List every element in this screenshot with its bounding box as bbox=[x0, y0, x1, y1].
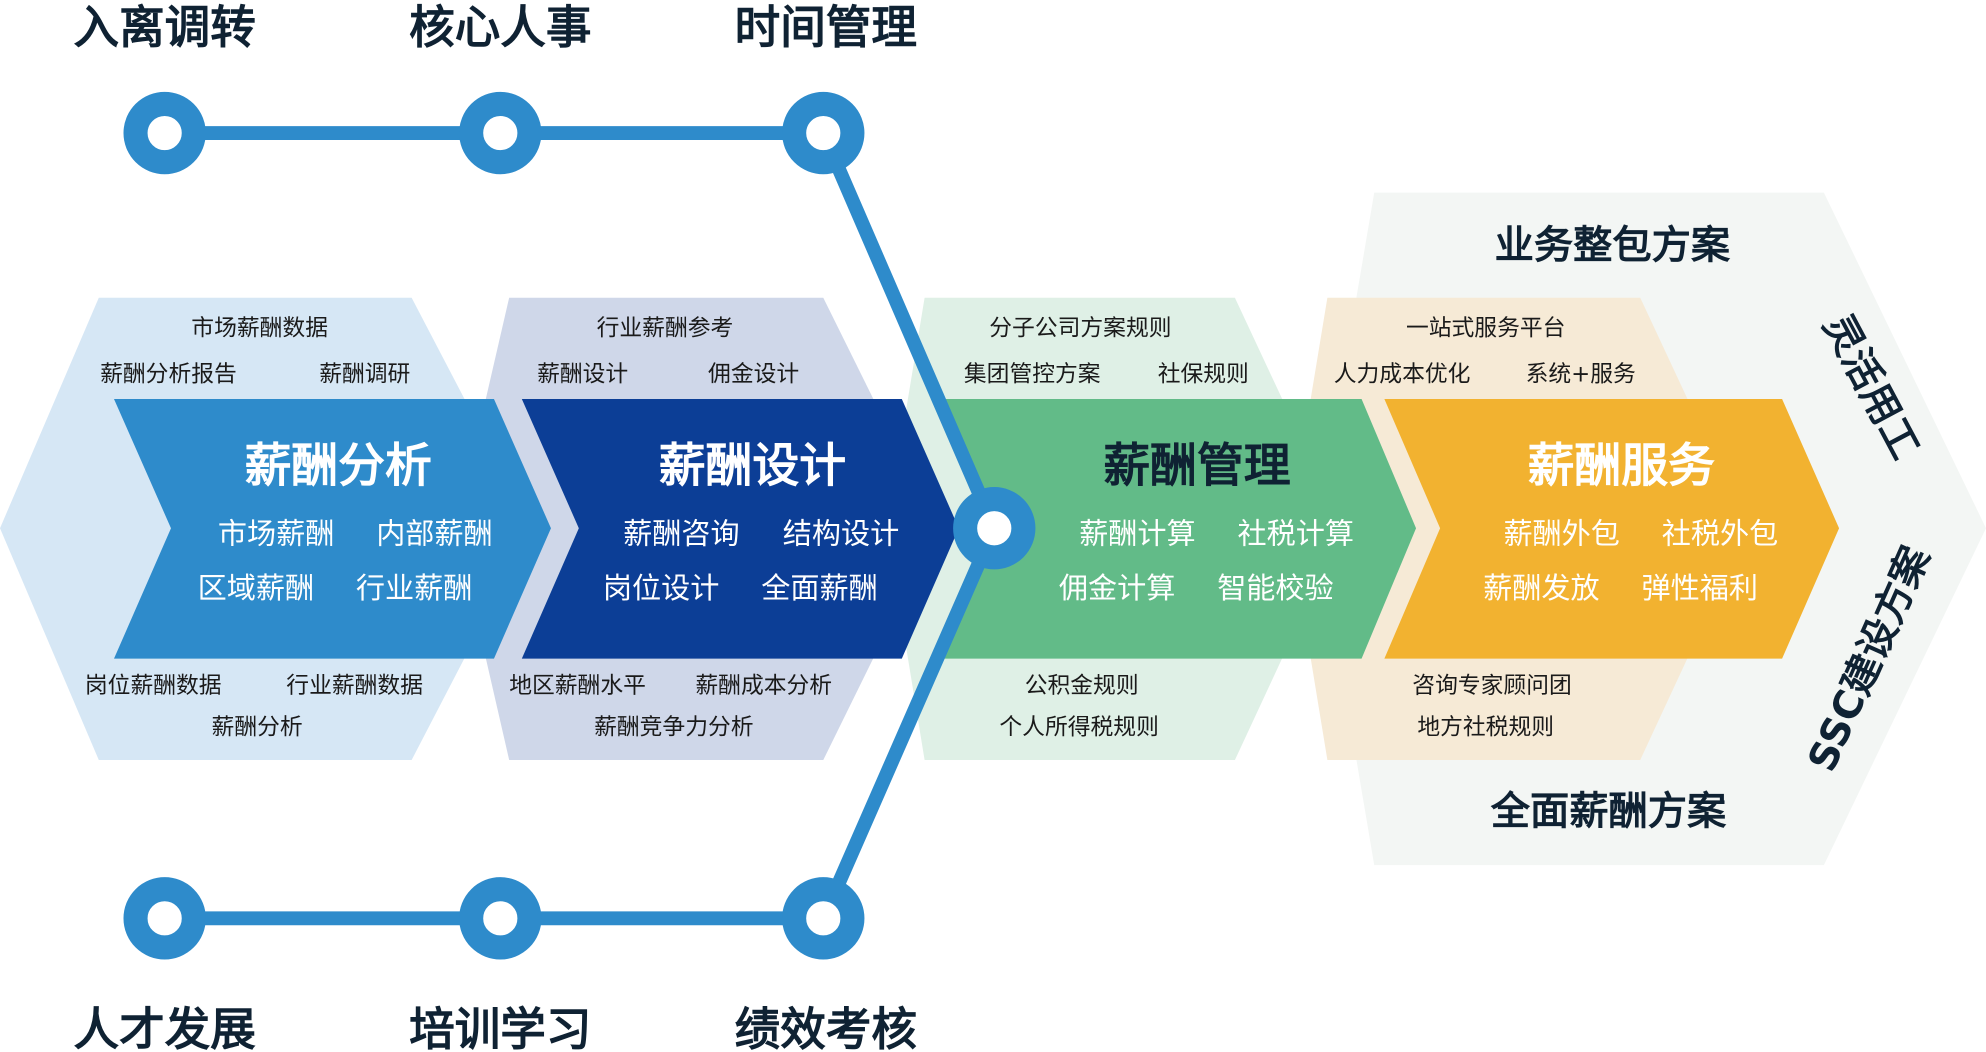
analysis-chevron bbox=[113, 399, 551, 659]
stage-item: 佣金计算 bbox=[1059, 571, 1176, 605]
node-label: 时间管理 bbox=[735, 1, 917, 54]
service-chevron bbox=[1384, 399, 1840, 659]
stage-title: 薪酬分析 bbox=[244, 439, 431, 493]
node-circle[interactable] bbox=[123, 91, 206, 175]
solution-label: 业务整包方案 bbox=[1495, 223, 1731, 268]
stage-note: 佣金设计 bbox=[708, 361, 799, 387]
stage-item: 智能校验 bbox=[1217, 571, 1334, 605]
design-chevron bbox=[521, 399, 959, 659]
stage-note: 地方社税规则 bbox=[1417, 715, 1554, 741]
stage-note: 行业薪酬参考 bbox=[597, 316, 734, 342]
stage-note: 系统+服务 bbox=[1526, 361, 1636, 387]
stage-note: 薪酬调研 bbox=[319, 361, 410, 387]
stage-note: 薪酬分析 bbox=[212, 715, 303, 741]
stage-note: 岗位薪酬数据 bbox=[85, 673, 222, 699]
stage-note: 薪酬成本分析 bbox=[695, 673, 832, 699]
stage-item: 社税计算 bbox=[1237, 516, 1354, 550]
stage-item: 结构设计 bbox=[783, 516, 900, 550]
node-label: 人才发展 bbox=[73, 1003, 256, 1052]
stage-note: 咨询专家顾问团 bbox=[1412, 673, 1571, 699]
stage-note: 社保规则 bbox=[1158, 361, 1249, 387]
node-label: 培训学习 bbox=[409, 1003, 591, 1052]
stage-item: 全面薪酬 bbox=[761, 571, 878, 605]
node-label: 核心人事 bbox=[409, 1, 591, 54]
management-chevron bbox=[930, 399, 1417, 659]
stage-title: 薪酬服务 bbox=[1528, 439, 1716, 493]
stage-note: 行业薪酬数据 bbox=[286, 673, 423, 699]
stage-note: 人力成本优化 bbox=[1334, 361, 1471, 387]
stage-item: 岗位设计 bbox=[603, 571, 720, 605]
stage-item: 薪酬发放 bbox=[1483, 571, 1600, 605]
stage-item: 弹性福利 bbox=[1642, 571, 1759, 605]
stage-title: 薪酬管理 bbox=[1103, 439, 1291, 493]
stage-item: 区域薪酬 bbox=[198, 571, 315, 605]
node-circle[interactable] bbox=[782, 91, 865, 175]
stage-note: 地区薪酬水平 bbox=[509, 673, 646, 699]
solution-label: 全面薪酬方案 bbox=[1490, 789, 1727, 835]
stage-item: 内部薪酬 bbox=[376, 516, 493, 550]
center-node-circle bbox=[953, 487, 1036, 570]
stage-note: 个人所得税规则 bbox=[999, 715, 1158, 741]
node-label: 入离调转 bbox=[73, 1, 255, 54]
stage-note: 一站式服务平台 bbox=[1406, 316, 1565, 342]
stage-note: 分子公司方案规则 bbox=[989, 316, 1171, 342]
node-circle[interactable] bbox=[782, 877, 865, 960]
stage-item: 薪酬计算 bbox=[1079, 516, 1196, 550]
stage-item: 薪酬外包 bbox=[1503, 516, 1620, 550]
node-circle[interactable] bbox=[123, 877, 206, 960]
node-label: 绩效考核 bbox=[735, 1003, 917, 1052]
node-circles bbox=[123, 91, 1036, 960]
stage-item: 行业薪酬 bbox=[356, 571, 473, 605]
node-circle[interactable] bbox=[459, 91, 542, 175]
stage-item: 薪酬咨询 bbox=[623, 516, 740, 550]
stage-note: 市场薪酬数据 bbox=[191, 316, 328, 342]
stage-item: 市场薪酬 bbox=[218, 516, 334, 550]
stage-note: 集团管控方案 bbox=[964, 361, 1101, 387]
stage-title: 薪酬设计 bbox=[659, 439, 846, 493]
stage-note: 薪酬分析报告 bbox=[100, 361, 237, 387]
stage-note: 薪酬竞争力分析 bbox=[594, 715, 753, 741]
stage-item: 社税外包 bbox=[1662, 516, 1779, 550]
node-circle[interactable] bbox=[459, 877, 542, 960]
stage-note: 薪酬设计 bbox=[537, 361, 628, 387]
stage-note: 公积金规则 bbox=[1025, 673, 1139, 699]
